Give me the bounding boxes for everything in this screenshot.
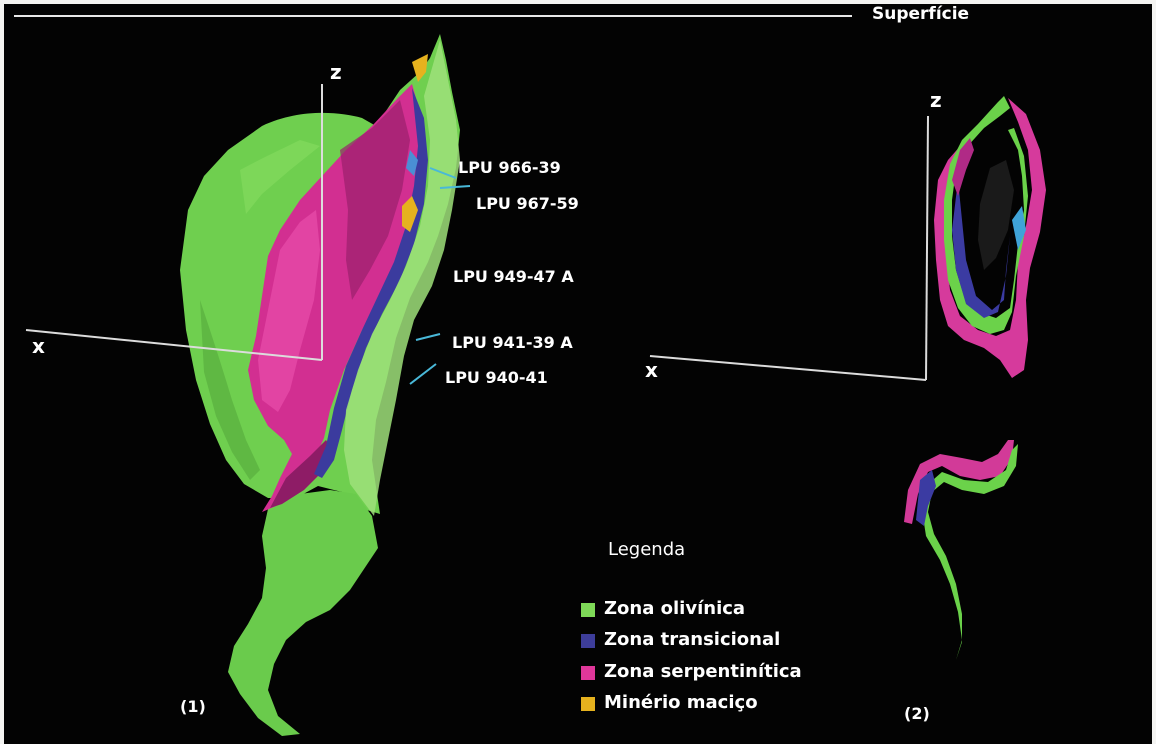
legend-swatch-serpentinitica bbox=[581, 666, 595, 680]
surface-label: Superfície bbox=[872, 4, 969, 24]
legend-title: Legenda bbox=[608, 539, 685, 560]
drillhole-label-lpu-967-59: LPU 967-59 bbox=[476, 194, 579, 213]
panel-1-number: (1) bbox=[180, 697, 206, 716]
z-axis-label-2: z bbox=[930, 88, 942, 112]
legend-label-transicional: Zona transicional bbox=[604, 629, 780, 650]
z-axis-label-1: z bbox=[330, 60, 342, 84]
legend-swatch-olivinica bbox=[581, 603, 595, 617]
black-background bbox=[4, 4, 1152, 744]
drillhole-label-lpu-940-41: LPU 940-41 bbox=[445, 368, 548, 387]
legend-label-olivinica: Zona olivínica bbox=[604, 598, 745, 619]
x-axis-label-1: x bbox=[32, 334, 45, 358]
legend-swatch-minerio bbox=[581, 697, 595, 711]
drillhole-label-lpu-949-47a: LPU 949-47 A bbox=[453, 267, 574, 286]
legend-label-serpentinitica: Zona serpentinítica bbox=[604, 661, 802, 682]
legend-label-minerio: Minério maciço bbox=[604, 692, 758, 713]
drillhole-label-lpu-941-39a: LPU 941-39 A bbox=[452, 333, 573, 352]
x-axis-label-2: x bbox=[645, 358, 658, 382]
panel-2-number: (2) bbox=[904, 704, 930, 723]
legend-swatch-transicional bbox=[581, 634, 595, 648]
drillhole-label-lpu-966-39: LPU 966-39 bbox=[458, 158, 561, 177]
